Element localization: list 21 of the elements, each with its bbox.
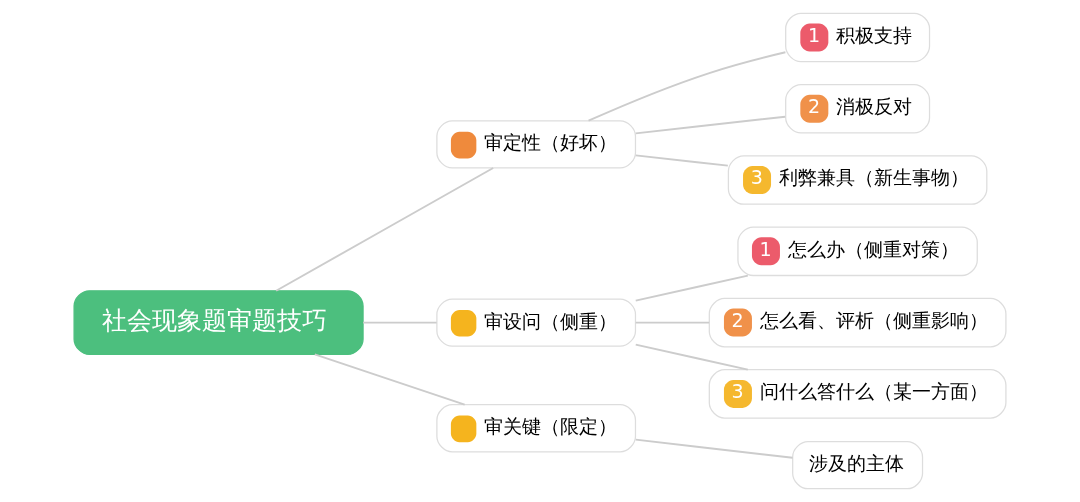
node-box: 审定性（好坏） (436, 120, 637, 169)
connector (362, 321, 438, 324)
node-box: 1 积极支持 (785, 12, 931, 63)
node-box: 2 消极反对 (785, 83, 931, 134)
node-box: 审设问（侧重） (436, 298, 637, 347)
connector (634, 115, 787, 135)
node-box: 社会现象题审题技巧 (73, 290, 364, 356)
connector (313, 353, 466, 406)
node-box: 3 问什么答什么（某一方面） (708, 369, 1007, 419)
node-box: 涉及的主体 (792, 441, 924, 490)
node-box: 审关键（限定） (436, 404, 637, 453)
connector (634, 274, 749, 302)
node-box: 3 利弊兼具（新生事物） (727, 155, 988, 205)
connector (634, 438, 794, 459)
connector (634, 343, 749, 371)
connector (634, 154, 729, 167)
connector (634, 321, 711, 324)
node-box: 1 怎么办（侧重对策） (737, 226, 978, 277)
node-box: 2 怎么看、评析（侧重影响） (708, 297, 1007, 348)
connector (587, 51, 787, 122)
connector (275, 167, 495, 292)
